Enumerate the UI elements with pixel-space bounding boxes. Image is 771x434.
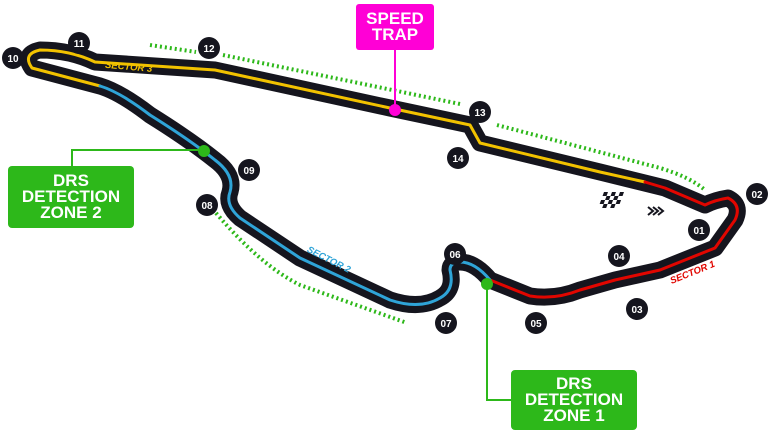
turn-badge-02: 02 — [746, 183, 768, 205]
drs-zone-1-connector — [486, 285, 511, 401]
turn-number-10: 10 — [7, 54, 19, 65]
turn-number-01: 01 — [693, 226, 705, 237]
sector-1-line — [488, 180, 739, 299]
turn-badge-12: 12 — [198, 37, 220, 59]
turn-badge-03: 03 — [626, 298, 648, 320]
turn-number-07: 07 — [440, 319, 452, 330]
turn-badge-04: 04 — [608, 245, 630, 267]
turn-number-12: 12 — [203, 44, 215, 55]
turn-number-11: 11 — [74, 39, 85, 50]
dashed-guide-sector3-left — [149, 43, 197, 54]
turn-number-05: 05 — [530, 319, 542, 330]
direction-chevrons-icon — [647, 206, 665, 216]
turn-badge-09: 09 — [238, 159, 260, 181]
turn-number-14: 14 — [452, 154, 464, 165]
turn-number-03: 03 — [631, 305, 643, 316]
chequered-flag-icon — [599, 192, 624, 208]
drs-zone-2-connector — [71, 149, 204, 166]
turn-badge-06: 06 — [444, 243, 466, 265]
turn-badge-05: 05 — [525, 312, 547, 334]
dashed-guides — [149, 43, 707, 325]
turn-badge-11: 11 — [68, 32, 90, 54]
speed-trap-marker — [389, 104, 401, 116]
turn-number-04: 04 — [613, 252, 625, 263]
connectors — [71, 50, 511, 401]
turn-badge-14: 14 — [447, 147, 469, 169]
drs-detection-zone-2-label: DRS DETECTION ZONE 2 — [8, 166, 134, 228]
sector-3-line — [26, 48, 647, 184]
turn-badge-08: 08 — [196, 194, 218, 216]
speed-trap-label: SPEED TRAP — [356, 4, 434, 50]
drs-zone-1-marker — [481, 278, 493, 290]
turn-badge-10: 10 — [2, 47, 24, 69]
drs-zone-2-marker — [198, 145, 210, 157]
dashed-guide-sector3-right — [222, 53, 461, 106]
turn-badge-07: 07 — [435, 312, 457, 334]
turn-number-09: 09 — [243, 166, 255, 177]
turn-number-13: 13 — [474, 108, 486, 119]
turn-number-02: 02 — [751, 190, 763, 201]
turn-number-08: 08 — [201, 201, 213, 212]
turn-badges: 01 02 03 04 05 06 07 08 09 10 11 12 13 1… — [2, 32, 768, 334]
drs-detection-zone-1-label: DRS DETECTION ZONE 1 — [511, 370, 637, 430]
turn-number-06: 06 — [449, 250, 461, 261]
turn-badge-01: 01 — [688, 219, 710, 241]
sector-3-label: SECTOR 3 — [105, 60, 154, 75]
dashed-guide-sector2 — [214, 211, 408, 325]
turn-badge-13: 13 — [469, 101, 491, 123]
track-outline — [19, 41, 746, 313]
